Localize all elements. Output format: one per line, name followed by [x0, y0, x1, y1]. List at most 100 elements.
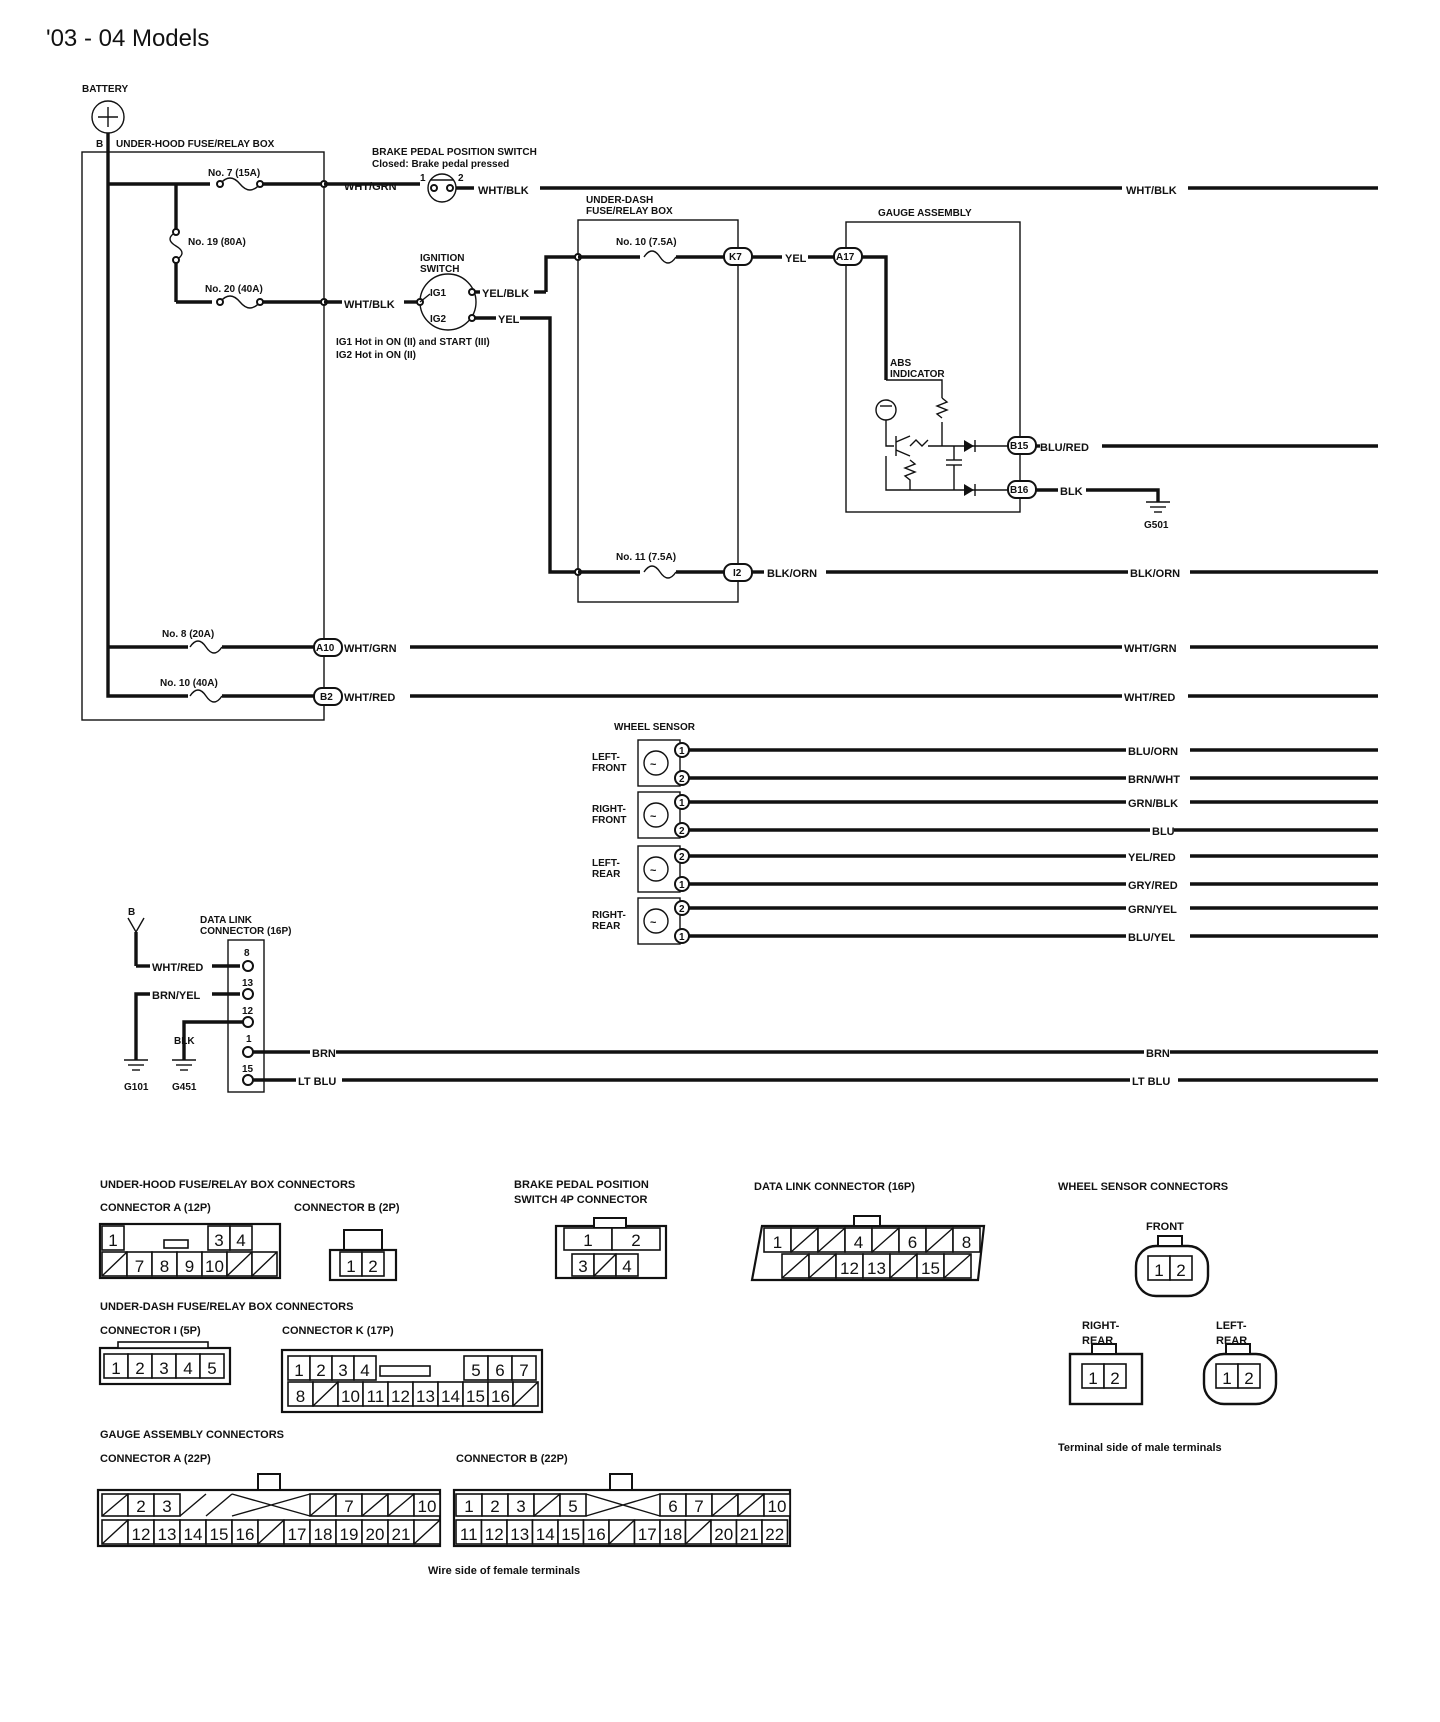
abs-indicator-bulb-icon — [875, 399, 897, 421]
connector-cavity — [361, 1251, 385, 1277]
wire-wht-red-dlc: WHT/RED — [152, 962, 203, 974]
ga-pin-label: 2 — [136, 1497, 145, 1516]
male-terminals-note: Terminal side of male terminals — [1058, 1442, 1222, 1454]
empty-cavity-mark — [685, 1519, 712, 1545]
wire-blu-orn: BLU/ORN — [1128, 746, 1178, 758]
empty-cavity-mark — [226, 1251, 253, 1277]
brake-switch-note: Closed: Brake pedal pressed — [372, 159, 509, 170]
uha-pin-label: 3 — [214, 1231, 223, 1250]
underhood-box-label: UNDER-HOOD FUSE/RELAY BOX — [116, 139, 275, 150]
fuse-no10-75a-label: No. 10 (7.5A) — [616, 237, 677, 248]
gb-pin-label: 12 — [485, 1525, 504, 1544]
wire-lt-blu-a: LT BLU — [298, 1076, 336, 1088]
udk-pin-label: 3 — [338, 1361, 347, 1380]
ga-pin-label: 7 — [344, 1497, 353, 1516]
empty-cavity-mark — [737, 1493, 765, 1517]
udi-pin-label: 1 — [111, 1359, 120, 1378]
fuse-no8-label: No. 8 (20A) — [162, 629, 214, 640]
terminal-k7: K7 — [729, 252, 742, 263]
udk-pin-label: 15 — [466, 1387, 485, 1406]
diode-icon-a — [964, 440, 976, 452]
fuse-no20-label: No. 20 (40A) — [205, 284, 263, 295]
ga-pin-label: 16 — [236, 1525, 255, 1544]
udk-pin-label: 6 — [495, 1361, 504, 1380]
empty-cavity-mark — [101, 1251, 128, 1277]
brake-switch-label: BRAKE PEDAL POSITION SWITCH — [372, 147, 537, 158]
ga-pin-label: 19 — [340, 1525, 359, 1544]
wire-gry-red: GRY/RED — [1128, 880, 1178, 892]
wire-wht-red-a: WHT/RED — [344, 692, 395, 704]
terminal-b16: B16 — [1010, 485, 1029, 496]
wire-blk-dlc: BLK — [174, 1036, 195, 1047]
wheel-right-rear-label-1: RIGHT- — [1082, 1320, 1120, 1332]
ignition-ig1: IG1 — [430, 288, 447, 299]
gb-pin-label: 22 — [765, 1525, 784, 1544]
wheel-sensor-lf-icon — [643, 750, 669, 776]
connector-cavity — [101, 1225, 125, 1251]
dlc-power-arrow-icon — [127, 917, 145, 966]
empty-cavity-mark — [925, 1227, 954, 1253]
udk-pin-label: 8 — [296, 1387, 305, 1406]
ignition-switch-icon — [416, 273, 477, 331]
underdash-label-2: FUSE/RELAY BOX — [586, 206, 673, 217]
connector-cavity — [1103, 1363, 1127, 1389]
ga-pin-label: 10 — [418, 1497, 437, 1516]
wire-brn-yel: BRN/YEL — [152, 990, 201, 1002]
connector-cavity — [153, 1519, 181, 1545]
wire-blu: BLU — [1152, 826, 1175, 838]
empty-cavity-mark — [593, 1253, 617, 1277]
connector-cavity — [455, 1519, 483, 1545]
empty-cavity-mark — [533, 1493, 561, 1517]
wire-lt-blu-b: LT BLU — [1132, 1076, 1170, 1088]
ws-pin-label: 2 — [1110, 1369, 1119, 1388]
ws-pin-label: 1 — [1154, 1261, 1163, 1280]
udi-pin-label: 4 — [183, 1359, 192, 1378]
brake-connector-title-1: BRAKE PEDAL POSITION — [514, 1179, 649, 1191]
ws-pin-label: 2 — [1176, 1261, 1185, 1280]
abs-indicator-label-2: INDICATOR — [890, 369, 945, 380]
wire-yel-red: YEL/RED — [1128, 852, 1176, 864]
wire-wht-grn-a: WHT/GRN — [344, 181, 397, 193]
ws-pin-label: 1 — [1222, 1369, 1231, 1388]
battery-terminal-b: B — [96, 139, 103, 150]
dlc-pin-label: 15 — [921, 1259, 940, 1278]
udi-pin-label: 5 — [207, 1359, 216, 1378]
connector-cavity — [1237, 1363, 1261, 1389]
wire-yel-blk: YEL/BLK — [482, 288, 529, 300]
empty-cavity-mark — [790, 1227, 819, 1253]
brake-switch-icon — [427, 173, 457, 203]
connector-cavity — [611, 1227, 661, 1251]
wire-yel-k7: YEL — [785, 253, 807, 265]
udi-pin-label: 2 — [135, 1359, 144, 1378]
udk-pin-label: 13 — [416, 1387, 435, 1406]
uhb-pin-label: 1 — [346, 1257, 355, 1276]
brk-pin-label: 1 — [583, 1231, 592, 1250]
underhood-connectors-title: UNDER-HOOD FUSE/RELAY BOX CONNECTORS — [100, 1179, 355, 1191]
wire-blk-orn-b: BLK/ORN — [1130, 568, 1180, 580]
fuse-no10-40a-icon — [189, 689, 223, 703]
gb-pin-label: 3 — [516, 1497, 525, 1516]
terminal-a10: A10 — [316, 643, 335, 654]
empty-cavity-mark — [101, 1519, 129, 1545]
empty-cavity-mark — [711, 1493, 739, 1517]
connector-gb22-label: CONNECTOR B (22P) — [456, 1453, 568, 1465]
connector-cavity — [763, 1493, 791, 1517]
wheel-lf-label-1: LEFT- — [592, 752, 620, 763]
gb-pin-label: 1 — [464, 1497, 473, 1516]
wire-brn-a: BRN — [312, 1048, 336, 1060]
battery-icon — [91, 100, 125, 134]
wheel-front-label: FRONT — [1146, 1221, 1184, 1233]
connector-cavity — [176, 1251, 203, 1277]
wire-blu-yel: BLU/YEL — [1128, 932, 1175, 944]
connector-cavity — [151, 1251, 178, 1277]
gauge-label: GAUGE ASSEMBLY — [878, 208, 972, 219]
gb-pin-label: 15 — [561, 1525, 580, 1544]
connector-cavity — [335, 1519, 363, 1545]
ga-pin-label: 21 — [392, 1525, 411, 1544]
female-terminals-note: Wire side of female terminals — [428, 1565, 580, 1577]
